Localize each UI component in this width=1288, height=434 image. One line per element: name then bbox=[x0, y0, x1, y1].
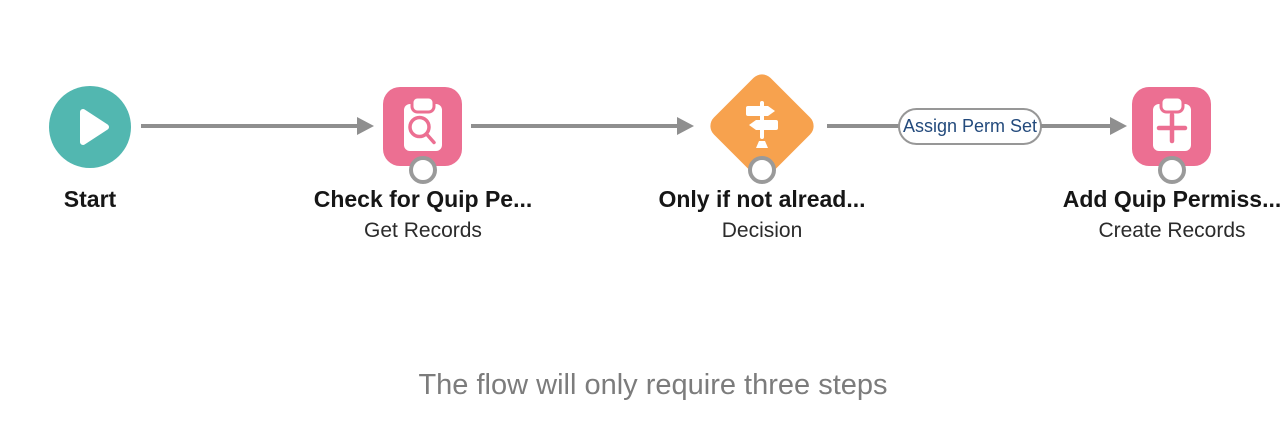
arrowhead-icon bbox=[357, 117, 374, 135]
connector-line bbox=[827, 124, 900, 128]
flow-node-start[interactable] bbox=[49, 86, 131, 168]
node-title: Start bbox=[63, 186, 117, 212]
node-type: Get Records bbox=[364, 219, 482, 242]
flow-node-get-records[interactable] bbox=[383, 87, 462, 166]
node-title: Only if not alread... bbox=[658, 186, 866, 212]
node-type: Create Records bbox=[1098, 219, 1246, 242]
arrowhead-icon bbox=[1110, 117, 1127, 135]
connector-line bbox=[141, 124, 357, 128]
node-title: Check for Quip Pe... bbox=[313, 186, 533, 212]
connection-point[interactable] bbox=[409, 156, 437, 184]
arrowhead-icon bbox=[677, 117, 694, 135]
node-type: Decision bbox=[721, 219, 803, 242]
connector-line bbox=[1041, 124, 1111, 128]
connection-point[interactable] bbox=[1158, 156, 1186, 184]
connector-label-pill[interactable]: Assign Perm Set bbox=[898, 108, 1042, 145]
connector-label-text: Assign Perm Set bbox=[902, 116, 1038, 136]
connection-point[interactable] bbox=[748, 156, 776, 184]
connector-line bbox=[471, 124, 677, 128]
flow-node-create-records[interactable] bbox=[1132, 87, 1211, 166]
caption-text: The flow will only require three steps bbox=[418, 369, 888, 401]
node-title: Add Quip Permiss... bbox=[1062, 186, 1282, 212]
